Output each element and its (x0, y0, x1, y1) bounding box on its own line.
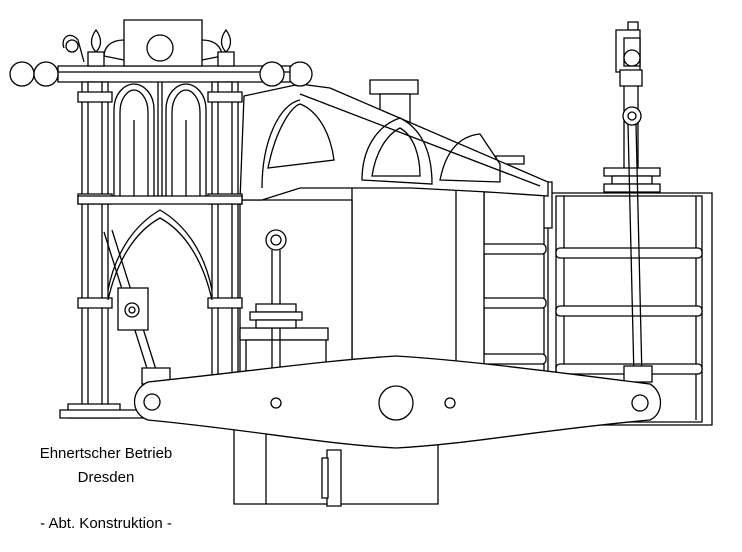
connecting-rod (104, 230, 170, 384)
caption-city: Dresden (77, 469, 135, 486)
beam-support-bracket (240, 62, 548, 200)
small-eccentric-rod (250, 230, 302, 370)
gothic-column-frame (10, 20, 290, 418)
caption-company: Ehnertscher Betrieb (39, 445, 173, 462)
right-valve-rod (604, 22, 660, 382)
caption-department: - Abt. Konstruktion - (40, 515, 172, 532)
main-beam (135, 356, 661, 448)
